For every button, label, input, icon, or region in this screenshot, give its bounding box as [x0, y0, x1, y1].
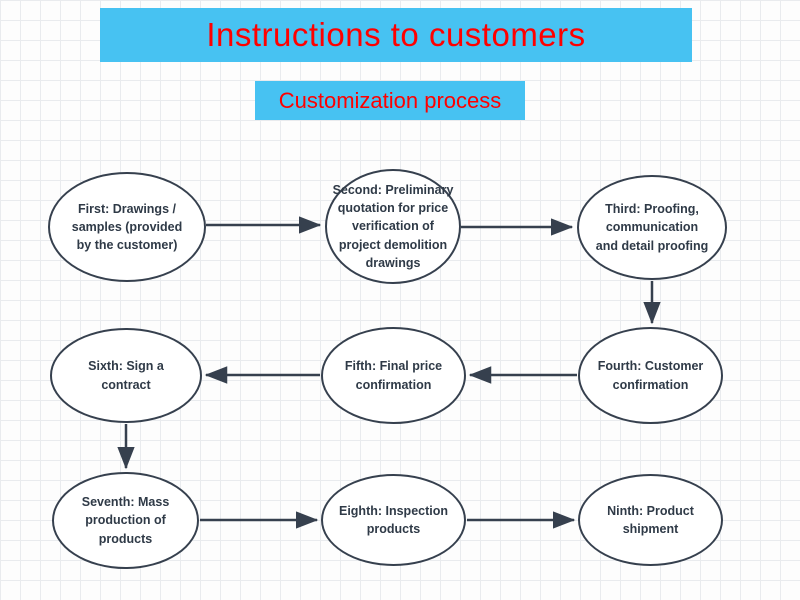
flow-node-first: First: Drawings / samples (provided by t… — [48, 172, 206, 282]
page-title: Instructions to customers — [100, 8, 692, 62]
flow-node-second: Second: Preliminary quotation for price … — [325, 169, 461, 284]
flow-node-fourth: Fourth: Customer confirmation — [578, 327, 723, 424]
flow-node-third: Third: Proofing, communication and detai… — [577, 175, 727, 280]
flow-node-seventh: Seventh: Mass production of products — [52, 472, 199, 569]
flow-node-fifth: Fifth: Final price confirmation — [321, 327, 466, 424]
flow-node-eighth: Eighth: Inspection products — [321, 474, 466, 566]
flow-node-ninth: Ninth: Product shipment — [578, 474, 723, 566]
flow-node-sixth: Sixth: Sign a contract — [50, 328, 202, 423]
page-subtitle: Customization process — [255, 81, 525, 120]
